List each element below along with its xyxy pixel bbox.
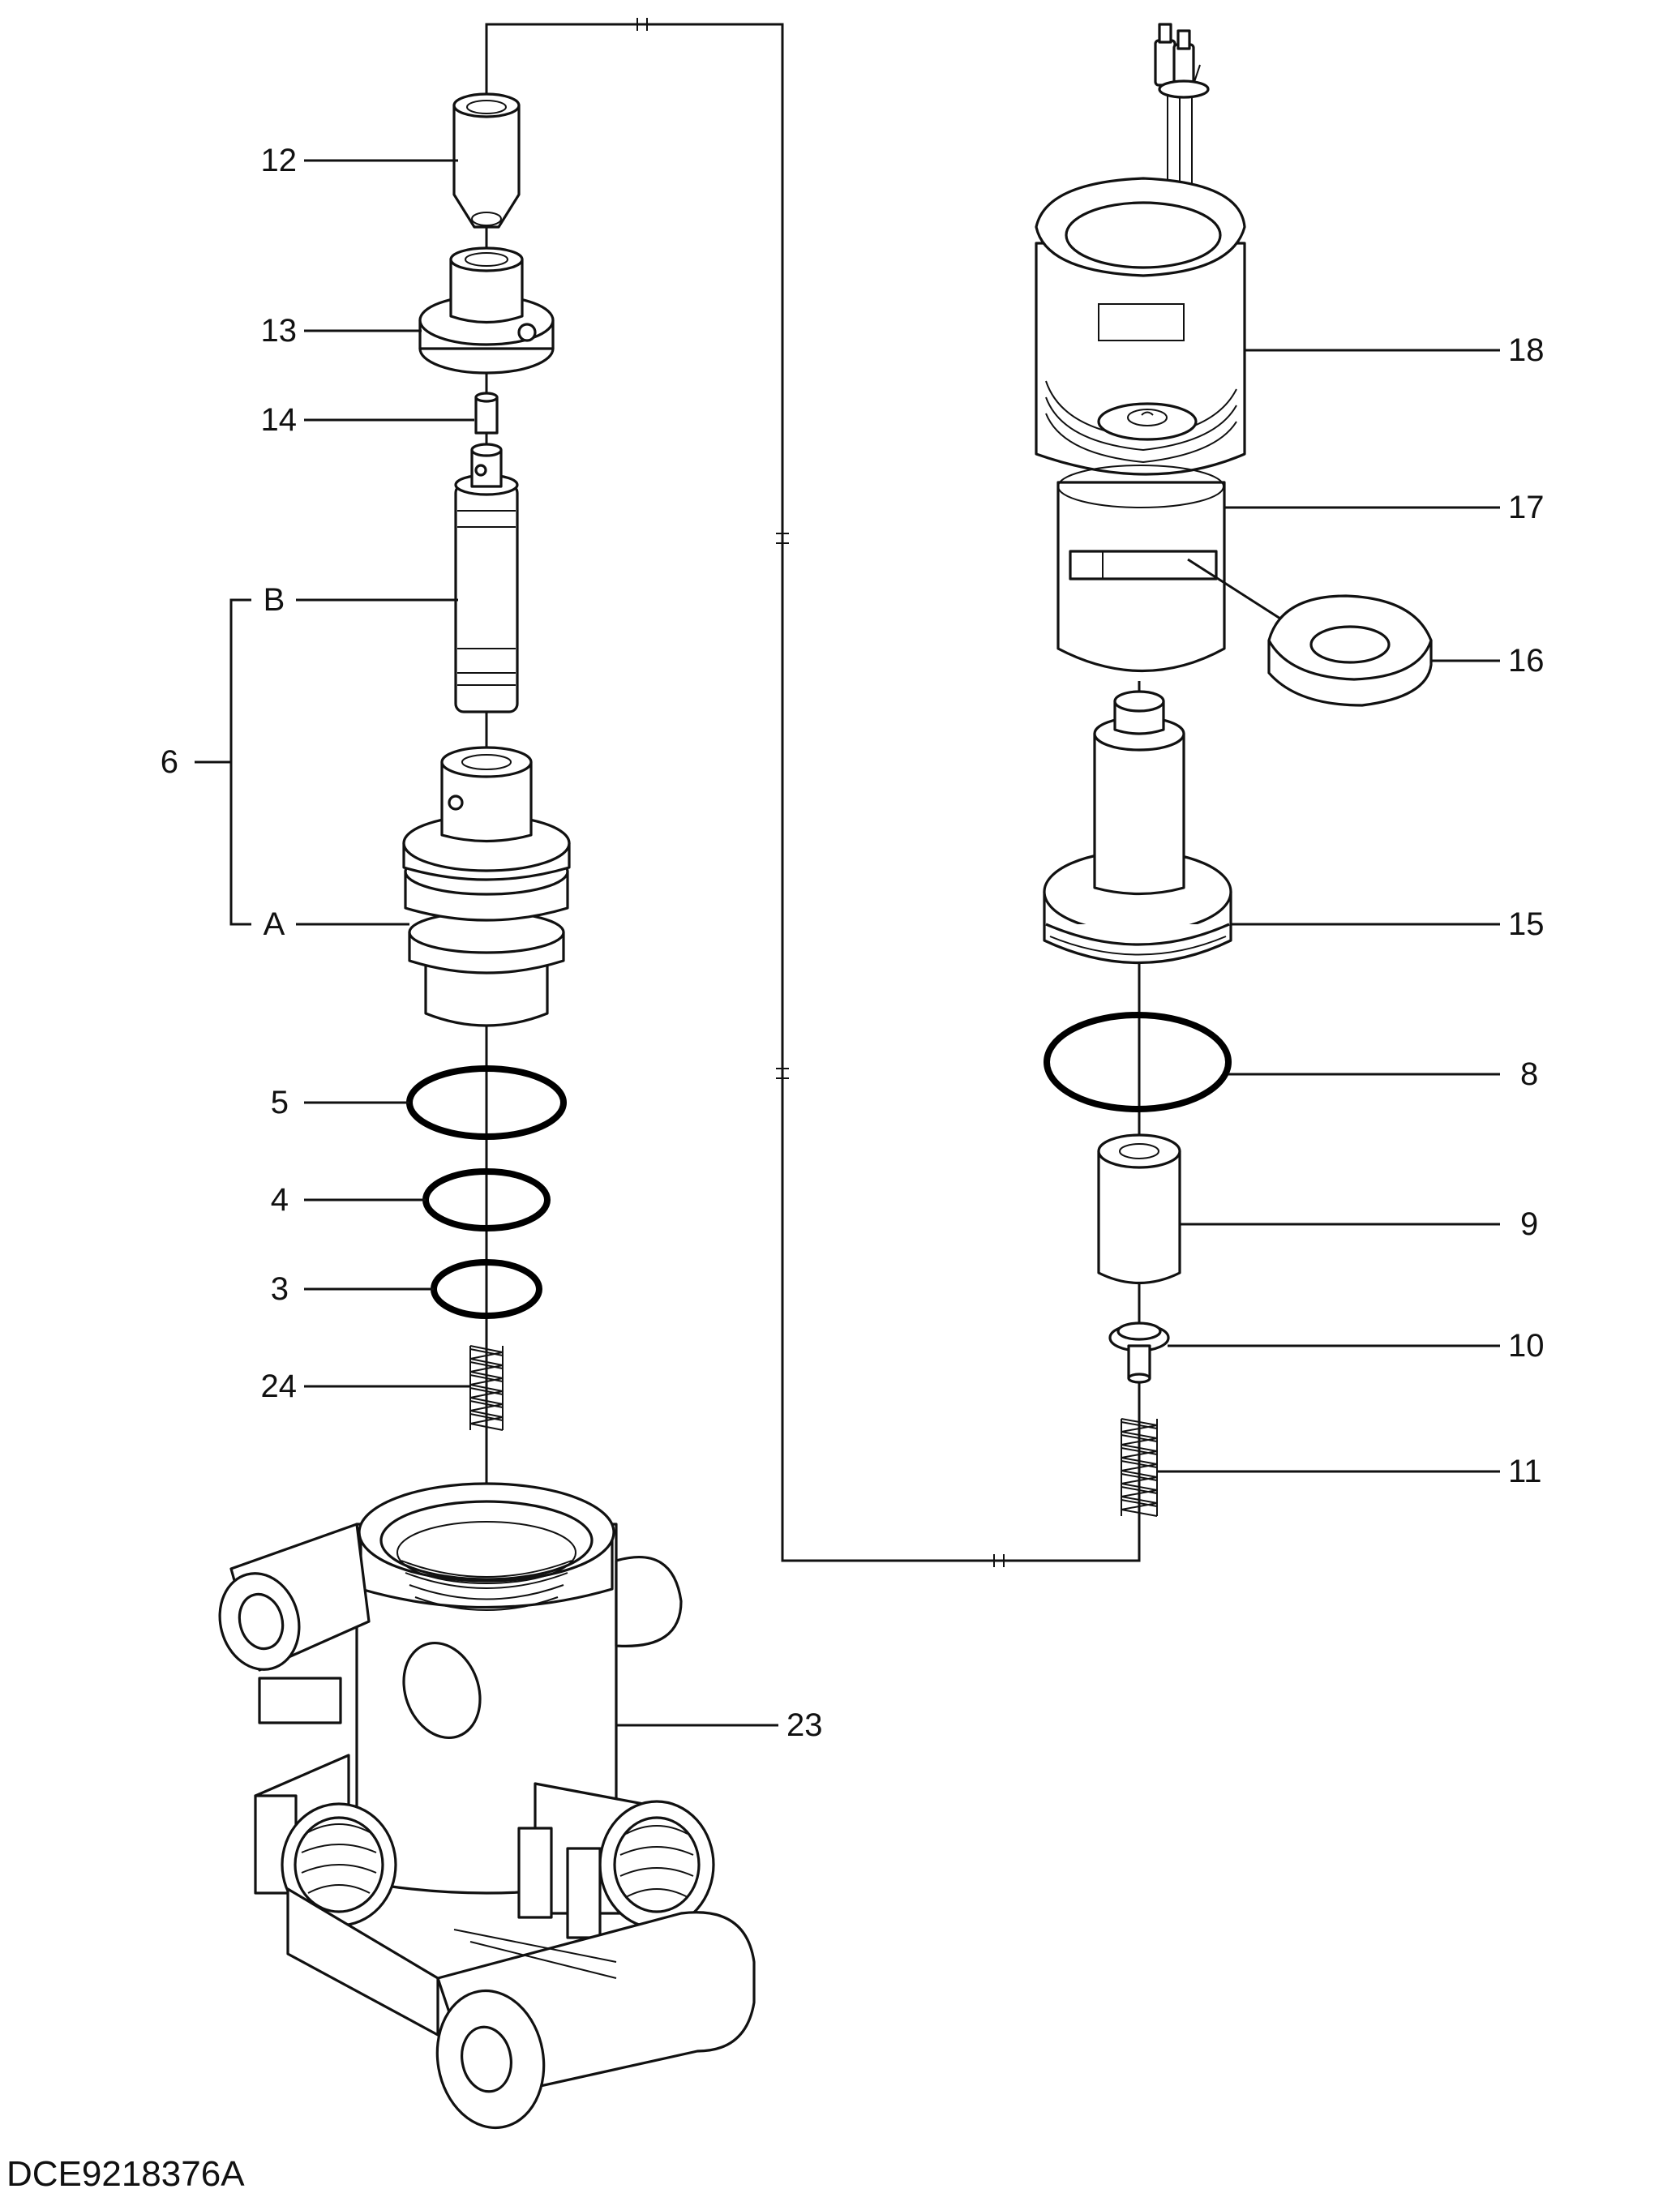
part-24-spring — [469, 1345, 504, 1431]
callout-6: 6 — [161, 744, 178, 780]
part-12-cone-nut — [452, 92, 521, 229]
callout-11: 11 — [1508, 1454, 1542, 1489]
callout-8: 8 — [1520, 1056, 1538, 1092]
part-13-flanged-seat — [418, 246, 555, 375]
callout-14: 14 — [261, 402, 298, 438]
part-11-spring — [1121, 1418, 1158, 1517]
part-14-pin — [474, 392, 499, 435]
callout-16: 16 — [1508, 643, 1545, 679]
callout-A: A — [264, 906, 285, 942]
leader-lines — [195, 159, 1500, 1727]
part-15-plunger — [1043, 690, 1232, 965]
part-10-poppet — [1108, 1321, 1170, 1384]
part-8-o-ring — [1044, 1012, 1232, 1112]
callout-23: 23 — [786, 1707, 823, 1743]
part-A-sleeve — [402, 746, 571, 1027]
figure-reference-code: DCE9218376A — [6, 2154, 245, 2194]
callout-5: 5 — [271, 1085, 289, 1120]
callout-13: 13 — [261, 313, 298, 349]
assembly-route-line — [485, 18, 1141, 1567]
part-B-spool — [454, 443, 519, 713]
part-17-tube-body — [1056, 465, 1226, 672]
callout-15: 15 — [1508, 906, 1545, 942]
part-16-washer — [1187, 558, 1433, 707]
callout-10: 10 — [1508, 1328, 1545, 1364]
callout-17: 17 — [1508, 490, 1545, 525]
callout-12: 12 — [261, 143, 298, 178]
part-23-valve-body — [218, 1482, 756, 2130]
callout-4: 4 — [271, 1182, 289, 1218]
callout-B: B — [264, 582, 285, 618]
callout-24: 24 — [261, 1369, 298, 1404]
callout-18: 18 — [1508, 332, 1545, 368]
part-18-solenoid-coil — [1035, 23, 1246, 476]
callout-9: 9 — [1520, 1206, 1538, 1242]
callout-3: 3 — [271, 1271, 289, 1307]
part-9-sleeve — [1097, 1133, 1181, 1284]
